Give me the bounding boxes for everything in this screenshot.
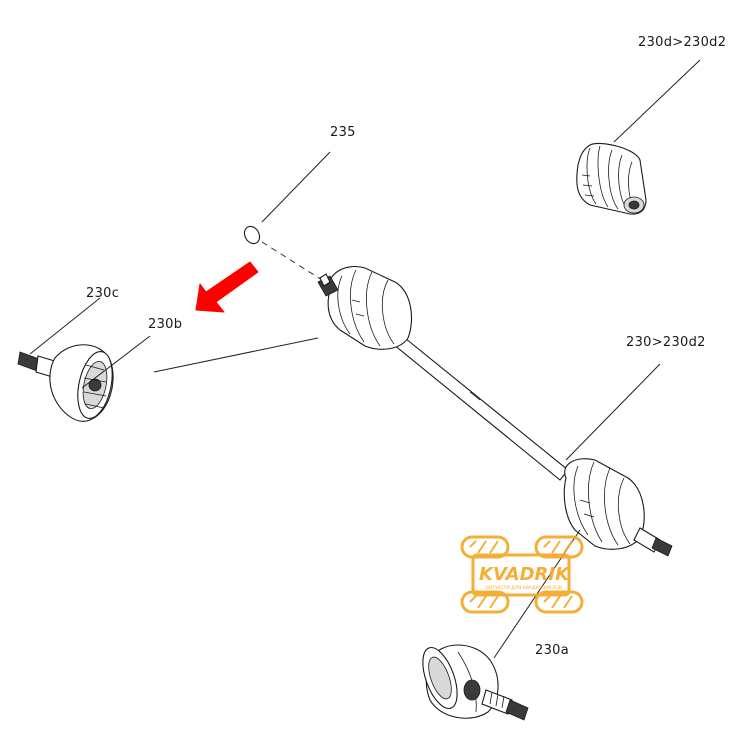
label-230b: 230b xyxy=(148,317,182,332)
drive-shaft-230 xyxy=(317,266,673,557)
arrow-down-left-icon xyxy=(195,261,259,313)
cv-joint-230a xyxy=(422,644,529,721)
leader-230b xyxy=(81,335,151,389)
leader-230d xyxy=(613,59,701,143)
label-235: 235 xyxy=(330,125,356,140)
label-230c: 230c xyxy=(86,286,119,301)
label-230: 230>230d2 xyxy=(626,335,706,350)
leader-235 xyxy=(261,151,331,223)
watermark-logo: KVADRIK ЗАПЧАСТИ ДЛЯ КВАДРОЦИКЛОВ xyxy=(460,535,584,614)
center-line xyxy=(261,241,331,286)
watermark-text: KVADRIK xyxy=(479,564,571,585)
leader-230 xyxy=(565,363,661,461)
label-230a: 230a xyxy=(535,643,569,658)
label-230d: 230d>230d2 xyxy=(638,35,726,50)
cv-joint-230c xyxy=(17,344,114,422)
leader-230c xyxy=(29,297,101,355)
o-ring-235 xyxy=(243,225,261,245)
watermark-subtext: ЗАПЧАСТИ ДЛЯ КВАДРОЦИКЛОВ xyxy=(485,585,562,591)
leader-230b-shaft xyxy=(153,337,319,373)
boot-230d xyxy=(576,142,647,215)
